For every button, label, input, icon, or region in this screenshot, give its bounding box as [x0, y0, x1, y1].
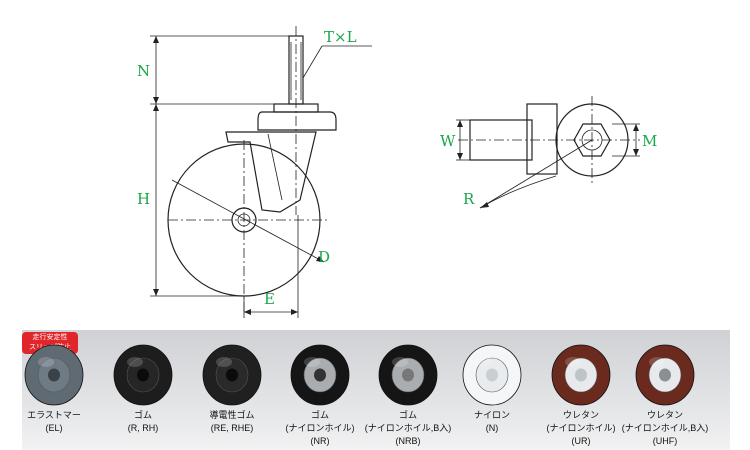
wheel-item: ウレタン (ナイロンホイル,B入) (UHF) [621, 342, 709, 447]
wheel-image [290, 344, 350, 406]
dim-label-r: R [463, 190, 475, 208]
wheel-item: ナイロン (N) [448, 342, 536, 436]
wheel-code: (ナイロンホイル,B入) [364, 423, 452, 433]
caster-side-view [167, 26, 337, 312]
wheel-code: (EL) [45, 423, 63, 433]
wheel-item: ウレタン (ナイロンホイル) (UR) [537, 342, 625, 447]
wheel-image [378, 344, 438, 406]
wheel-image [551, 344, 611, 406]
dim-label-txl: T×L [324, 28, 357, 46]
dim-label-n: N [137, 62, 150, 80]
wheel-extra: (UHF) [652, 436, 678, 446]
wheel-name: 導電性ゴム [209, 410, 255, 420]
caster-dimension-drawing: T×L N H D E W M R [137, 26, 657, 318]
wheel-image [202, 344, 262, 406]
wheel-name: ゴム [310, 410, 329, 420]
wheel-extra: (NRB) [395, 436, 421, 446]
wheel-image [24, 344, 84, 406]
wheel-image [635, 344, 695, 406]
wheel-code: (ナイロンホイル) [285, 423, 355, 433]
wheel-name: エラストマー [27, 410, 81, 420]
wheel-code: (RE, RHE) [210, 423, 254, 433]
wheel-code: (ナイロンホイル,B入) [621, 423, 709, 433]
wheel-code: (N) [485, 423, 499, 433]
wheel-type-strip: 走行安定性 スリップ防止 エラストマー(EL)ゴム(R, RH)導電性ゴム(RE… [22, 330, 730, 450]
wheel-extra: (UR) [571, 436, 591, 446]
wheel-item: ゴム (R, RH) [99, 342, 187, 436]
wheel-name: ウレタン [646, 410, 683, 420]
wheel-code: (ナイロンホイル) [546, 423, 616, 433]
wheel-code: (R, RH) [127, 423, 159, 433]
dim-label-w: W [440, 132, 456, 150]
caster-top-view [456, 96, 640, 209]
wheel-name: ゴム [398, 410, 417, 420]
wheel-image [462, 344, 522, 406]
wheel-item: ゴム (ナイロンホイル,B入) (NRB) [364, 342, 452, 447]
dim-label-d: D [318, 248, 330, 266]
wheel-name: ゴム [133, 410, 152, 420]
dimension-lines-side [150, 35, 372, 318]
dim-label-h: H [137, 190, 150, 208]
wheel-item: エラストマー (EL) [10, 342, 98, 436]
wheel-image [113, 344, 173, 406]
dim-label-m: M [642, 132, 657, 150]
dim-label-e: E [264, 290, 275, 308]
wheel-item: 導電性ゴム (RE, RHE) [188, 342, 276, 436]
wheel-name: ウレタン [562, 410, 599, 420]
wheel-item: ゴム (ナイロンホイル) (NR) [276, 342, 364, 447]
wheel-name: ナイロン [473, 410, 510, 420]
badge-line-1: 走行安定性 [32, 334, 68, 341]
wheel-extra: (NR) [310, 436, 330, 446]
